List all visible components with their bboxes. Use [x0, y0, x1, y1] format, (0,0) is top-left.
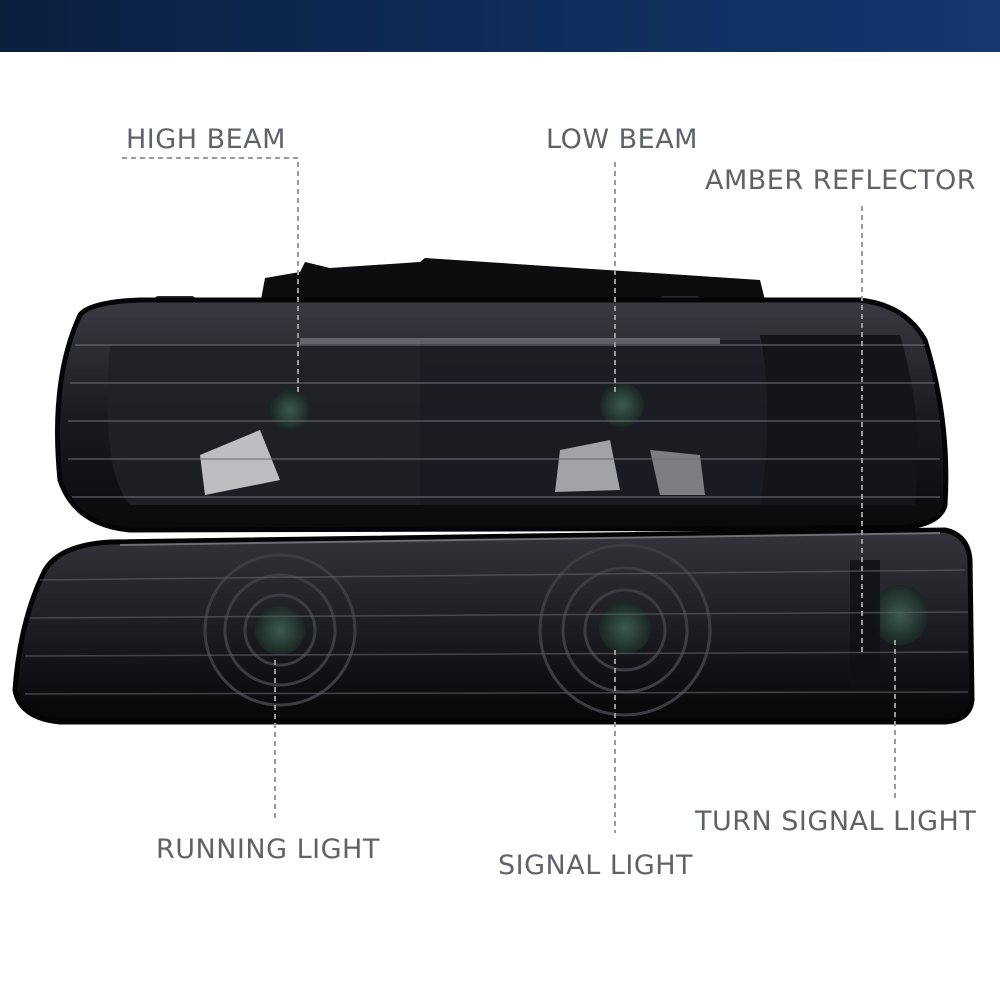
bumper-signal-lamp — [12, 527, 975, 725]
callout-leader-lines — [122, 157, 896, 833]
turn-signal-light-label: TURN SIGNAL LIGHT — [695, 806, 977, 837]
top-banner — [0, 0, 1000, 52]
headlight-housing — [55, 297, 949, 533]
high-beam-label: HIGH BEAM — [126, 124, 286, 155]
amber-reflector-label: AMBER REFLECTOR — [705, 165, 977, 196]
signal-light-label: SIGNAL LIGHT — [498, 850, 694, 881]
running-light-label: RUNNING LIGHT — [156, 834, 380, 865]
low-beam-label: LOW BEAM — [546, 124, 698, 155]
